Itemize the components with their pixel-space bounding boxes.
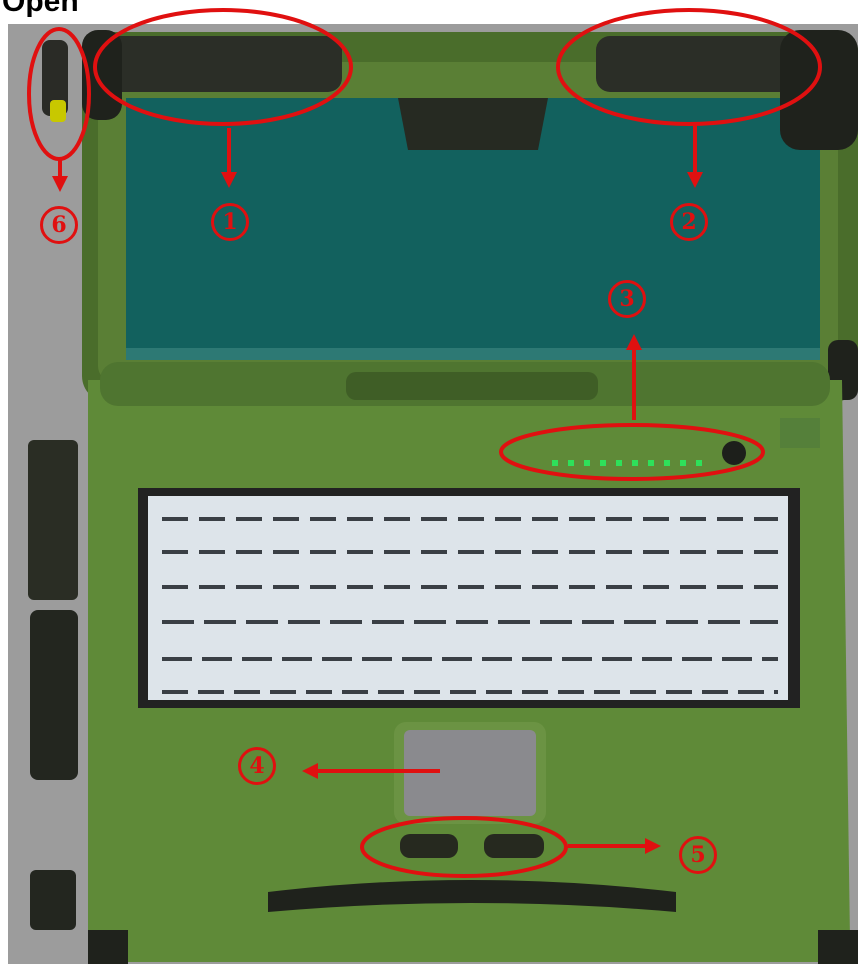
hinge-center xyxy=(346,372,598,400)
touchpad xyxy=(404,730,536,816)
top-bumper-left xyxy=(102,36,342,92)
arrowhead-6 xyxy=(52,176,68,192)
callout-4: 4 xyxy=(238,747,276,785)
ellipse-5 xyxy=(360,816,568,878)
callout-1: 1 xyxy=(211,203,249,241)
keyboard-keys xyxy=(162,517,778,694)
front-handle xyxy=(268,880,676,912)
arrowheads xyxy=(52,172,703,854)
touchpad-button-left xyxy=(400,834,458,858)
ellipse-3 xyxy=(499,423,765,481)
side-latch-left xyxy=(30,870,76,930)
corner-right-top xyxy=(780,30,858,150)
front-corner-left xyxy=(88,930,128,964)
status-leds xyxy=(552,460,702,466)
power-button xyxy=(722,441,746,465)
arrowhead-3 xyxy=(626,334,642,350)
front-corner-right xyxy=(818,930,858,964)
top-bumper-right xyxy=(596,36,818,92)
speaker-grill-left xyxy=(128,418,162,448)
arrowhead-2 xyxy=(687,172,703,188)
annotations xyxy=(27,8,822,878)
callout-2: 2 xyxy=(670,203,708,241)
keyboard xyxy=(148,496,788,700)
arrowhead-1 xyxy=(221,172,237,188)
side-button xyxy=(42,40,68,116)
callout-5: 5 xyxy=(679,836,717,874)
arrowhead-4 xyxy=(302,763,318,779)
arrowhead-5 xyxy=(645,838,661,854)
side-handle-left xyxy=(30,610,78,780)
screen-bottom xyxy=(126,348,820,360)
camera-housing xyxy=(398,98,548,150)
side-button-led xyxy=(50,100,66,122)
side-ports xyxy=(28,440,78,600)
callout-6: 6 xyxy=(40,206,78,244)
ellipse-1 xyxy=(93,8,353,126)
speaker-grill-right xyxy=(780,418,820,448)
callout-3: 3 xyxy=(608,280,646,318)
diagram-title: Open xyxy=(2,0,79,18)
ellipse-2 xyxy=(556,8,822,126)
touchpad-button-right xyxy=(484,834,544,858)
